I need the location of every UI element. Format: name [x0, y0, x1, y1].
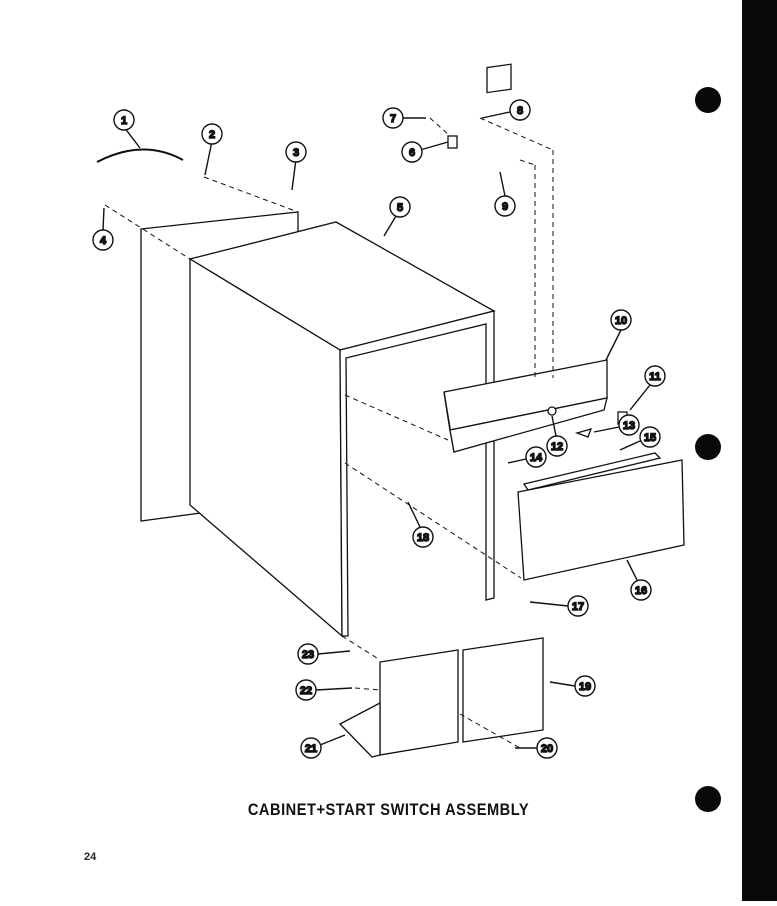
svg-text:9: 9 — [502, 201, 508, 213]
callout-22: 22 — [295, 679, 353, 701]
binding-edge-bar — [742, 0, 777, 901]
svg-text:4: 4 — [100, 235, 107, 247]
svg-text:16: 16 — [635, 585, 647, 597]
svg-text:14: 14 — [530, 452, 543, 464]
svg-text:13: 13 — [623, 420, 635, 432]
part-cord — [96, 148, 184, 163]
punch-hole-bottom — [695, 786, 721, 812]
callout-7: 7 — [382, 107, 426, 129]
svg-text:20: 20 — [541, 743, 553, 755]
svg-text:19: 19 — [579, 681, 591, 693]
part-small-bracket — [447, 135, 458, 149]
part-switch-bracket — [486, 63, 512, 94]
svg-text:3: 3 — [293, 147, 299, 159]
callout-11: 11 — [629, 365, 666, 411]
part-front-panel — [517, 459, 685, 581]
svg-text:10: 10 — [615, 315, 627, 327]
svg-text:17: 17 — [572, 601, 584, 613]
svg-text:12: 12 — [551, 441, 563, 453]
callout-6: 6 — [401, 141, 449, 163]
part-bottom-panel-left — [379, 649, 459, 756]
callout-19: 19 — [549, 675, 596, 697]
svg-text:6: 6 — [409, 147, 415, 159]
svg-text:1: 1 — [121, 115, 127, 127]
callout-12: 12 — [546, 415, 568, 457]
callout-4: 4 — [92, 207, 114, 251]
svg-text:5: 5 — [397, 202, 403, 214]
part-bottom-base — [338, 701, 381, 758]
svg-text:21: 21 — [305, 743, 317, 755]
svg-text:18: 18 — [417, 532, 429, 544]
svg-text:15: 15 — [644, 432, 656, 444]
callout-14: 14 — [507, 446, 547, 468]
callout-17: 17 — [529, 595, 589, 617]
part-bottom-panel-right — [462, 637, 544, 743]
page-number: 24 — [84, 851, 97, 863]
svg-text:22: 22 — [300, 685, 312, 697]
callout-23: 23 — [297, 643, 351, 665]
callout-10: 10 — [605, 309, 632, 361]
callout-5: 5 — [383, 196, 411, 237]
callout-8: 8 — [481, 99, 531, 121]
callout-3: 3 — [285, 141, 307, 191]
svg-text:23: 23 — [302, 649, 314, 661]
svg-text:7: 7 — [390, 113, 396, 125]
svg-text:2: 2 — [209, 129, 215, 141]
callout-21: 21 — [300, 734, 346, 759]
part-start-switch — [547, 406, 557, 416]
callout-2: 2 — [201, 123, 223, 176]
part-cabinet-front-flange — [339, 310, 495, 637]
callout-9: 9 — [494, 171, 516, 217]
diagram-title: CABINET+START SWITCH ASSEMBLY — [247, 800, 530, 819]
callout-20: 20 — [515, 737, 558, 759]
callout-15: 15 — [619, 426, 661, 451]
svg-text:11: 11 — [649, 371, 661, 383]
punch-hole-middle — [695, 434, 721, 460]
svg-text:8: 8 — [517, 105, 523, 117]
punch-hole-top — [695, 87, 721, 113]
callout-18: 18 — [407, 501, 434, 548]
callout-16: 16 — [626, 559, 652, 601]
part-trim-strip — [522, 452, 662, 491]
part-clip — [574, 428, 593, 438]
callout-13: 13 — [593, 414, 640, 436]
callout-1: 1 — [113, 109, 141, 149]
